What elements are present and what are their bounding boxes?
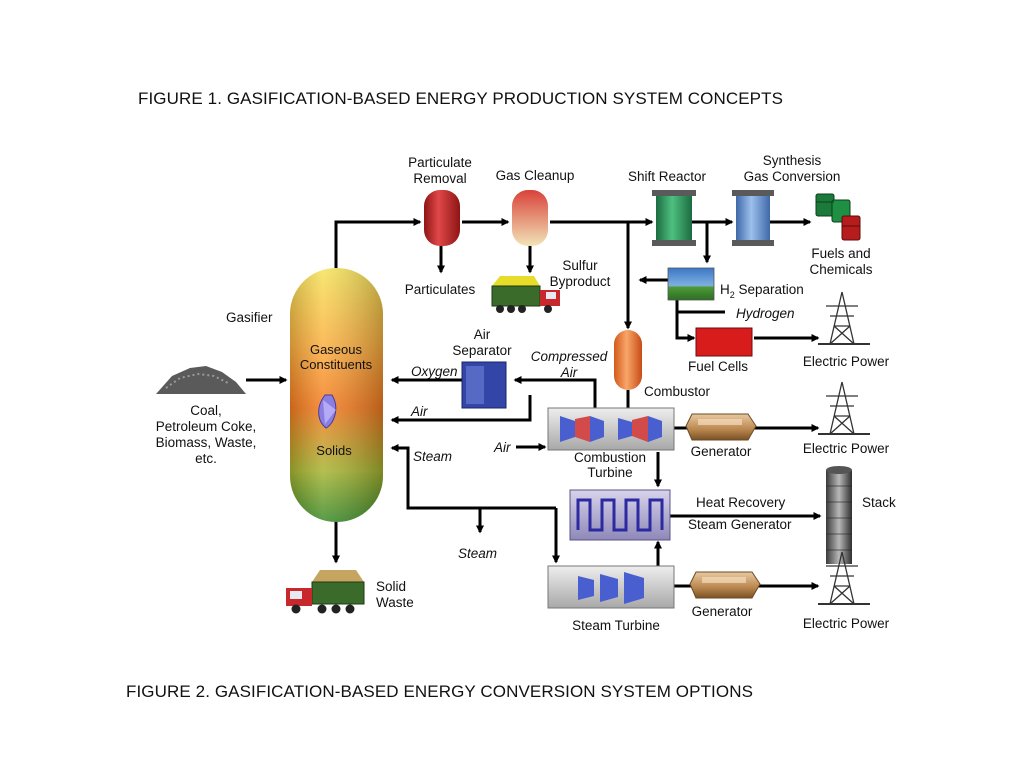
label-fuel-cells: Fuel Cells: [688, 359, 748, 374]
flow-air-to-gasifier: [390, 395, 532, 424]
label-gasifier: Gasifier: [226, 310, 273, 325]
label-particulates: Particulates: [405, 282, 476, 297]
combustor-vessel: [614, 330, 642, 390]
label-steam-generator: Steam Generator: [688, 517, 792, 532]
stack-icon: [826, 466, 852, 564]
coal-pile-icon: [156, 366, 246, 394]
label-feedstock-1: Coal,: [190, 403, 222, 418]
label-compressed-air-2: Air: [560, 365, 578, 380]
flow-gasifier-to-particulate-removal: [334, 218, 422, 268]
particulate-removal-vessel: [424, 190, 460, 246]
label-steam-1: Steam: [413, 449, 452, 464]
label-feedstock-2: Petroleum Coke,: [156, 419, 257, 434]
h2-separation-unit: [667, 267, 715, 301]
gasifier-vessel: [290, 268, 383, 522]
air-separator-unit: [461, 361, 507, 409]
label-air-1: Air: [410, 404, 428, 419]
electric-tower-icon-3: [818, 551, 870, 605]
shift-reactor-cylinder: [652, 190, 696, 246]
flow-to-fuel-cells: [675, 300, 696, 342]
label-air-separator-2: Separator: [452, 343, 512, 358]
label-shift-reactor: Shift Reactor: [628, 169, 707, 184]
flow-steam-gasifier: [390, 444, 556, 510]
heat-recovery-steam-generator-unit: [569, 489, 671, 541]
label-synthesis-2: Gas Conversion: [744, 169, 841, 184]
label-heat-recovery: Heat Recovery: [696, 495, 786, 510]
label-gas-cleanup: Gas Cleanup: [496, 168, 575, 183]
label-particulate-removal-1: Particulate: [408, 155, 472, 170]
label-steam-2: Steam: [458, 546, 497, 561]
label-compressed-air-1: Compressed: [531, 349, 608, 364]
generator-1-unit: [685, 413, 757, 441]
label-generator-2: Generator: [692, 604, 753, 619]
label-h2-separation: H2 Separation: [720, 282, 804, 300]
label-air-2: Air: [493, 440, 511, 455]
flow-lines: [246, 218, 822, 590]
label-solids: Solids: [316, 443, 352, 458]
label-fuels-1: Fuels and: [811, 246, 870, 261]
label-solid-waste-2: Waste: [376, 595, 414, 610]
label-gaseous-1: Gaseous: [310, 342, 363, 357]
solid-waste-truck-icon: [286, 570, 365, 614]
label-combustion-turbine-2: Turbine: [587, 465, 632, 480]
label-electric-power-1: Electric Power: [803, 354, 890, 369]
electric-tower-icon-2: [818, 381, 870, 435]
figure-2-caption: FIGURE 2. GASIFICATION-BASED ENERGY CONV…: [126, 682, 754, 701]
label-generator-1: Generator: [691, 444, 752, 459]
label-hydrogen: Hydrogen: [736, 306, 795, 321]
fuel-drums-icon: [815, 193, 861, 241]
electric-tower-icon-1: [818, 291, 870, 345]
label-fuels-2: Chemicals: [809, 262, 872, 277]
label-air-separator-1: Air: [474, 327, 491, 342]
label-sulfur-2: Byproduct: [550, 274, 611, 289]
combustion-turbine-unit: [547, 407, 675, 451]
steam-turbine-unit: [547, 565, 675, 609]
synthesis-gas-conversion-cylinder: [732, 190, 774, 246]
label-stack: Stack: [862, 495, 896, 510]
label-gaseous-2: Constituents: [300, 357, 373, 372]
label-electric-power-2: Electric Power: [803, 441, 890, 456]
label-feedstock-4: etc.: [195, 451, 217, 466]
label-oxygen: Oxygen: [411, 364, 458, 379]
sulfur-truck-icon: [491, 276, 560, 313]
label-sulfur-1: Sulfur: [562, 258, 598, 273]
label-combustor: Combustor: [644, 384, 711, 399]
label-combustion-turbine-1: Combustion: [574, 450, 646, 465]
label-synthesis-1: Synthesis: [763, 153, 822, 168]
label-electric-power-3: Electric Power: [803, 616, 890, 631]
flow-compressed-air: [513, 376, 597, 410]
label-steam-turbine: Steam Turbine: [572, 618, 660, 633]
label-solid-waste-1: Solid: [376, 579, 406, 594]
fuel-cells-unit: [695, 327, 753, 357]
label-feedstock-3: Biomass, Waste,: [156, 435, 257, 450]
label-particulate-removal-2: Removal: [413, 171, 466, 186]
gas-cleanup-vessel: [512, 190, 548, 246]
generator-2-unit: [689, 571, 761, 599]
figure-1-caption: FIGURE 1. GASIFICATION-BASED ENERGY PROD…: [138, 89, 784, 108]
